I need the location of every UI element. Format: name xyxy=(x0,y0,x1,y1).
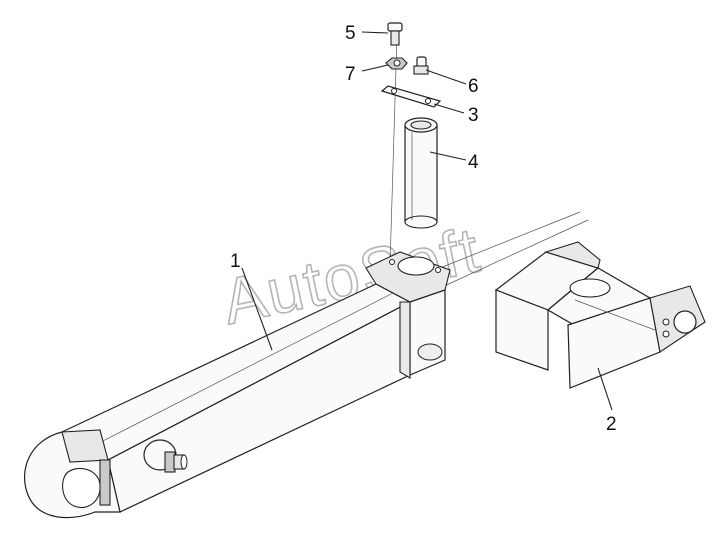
cylinder-port-fitting xyxy=(143,439,188,473)
leader-1 xyxy=(241,267,273,351)
callout-5: 5 xyxy=(345,23,356,44)
assembly-axis-line xyxy=(389,34,398,266)
part-1-hydraulic-cylinder xyxy=(24,251,451,519)
leader-5 xyxy=(361,31,389,34)
leader-4 xyxy=(429,151,467,161)
part-3-locking-plate xyxy=(380,85,442,108)
callout-7: 7 xyxy=(345,64,356,85)
callout-3: 3 xyxy=(468,105,479,126)
callout-6: 6 xyxy=(468,76,479,97)
leader-6 xyxy=(425,69,467,85)
assembly-axis-line-right xyxy=(439,211,581,269)
leader-7 xyxy=(361,64,389,72)
part-7-nut xyxy=(385,57,408,70)
part-6-grease-fitting xyxy=(413,56,429,75)
part-2-bracket xyxy=(494,241,706,389)
callout-1: 1 xyxy=(230,251,241,272)
part-5-bolt xyxy=(387,22,403,46)
leader-3 xyxy=(433,103,465,114)
leader-2 xyxy=(597,367,613,411)
assembly-axis-line-right-2 xyxy=(439,219,589,289)
callout-4: 4 xyxy=(468,152,479,173)
part-4-pin xyxy=(404,117,438,229)
callout-2: 2 xyxy=(606,414,617,435)
